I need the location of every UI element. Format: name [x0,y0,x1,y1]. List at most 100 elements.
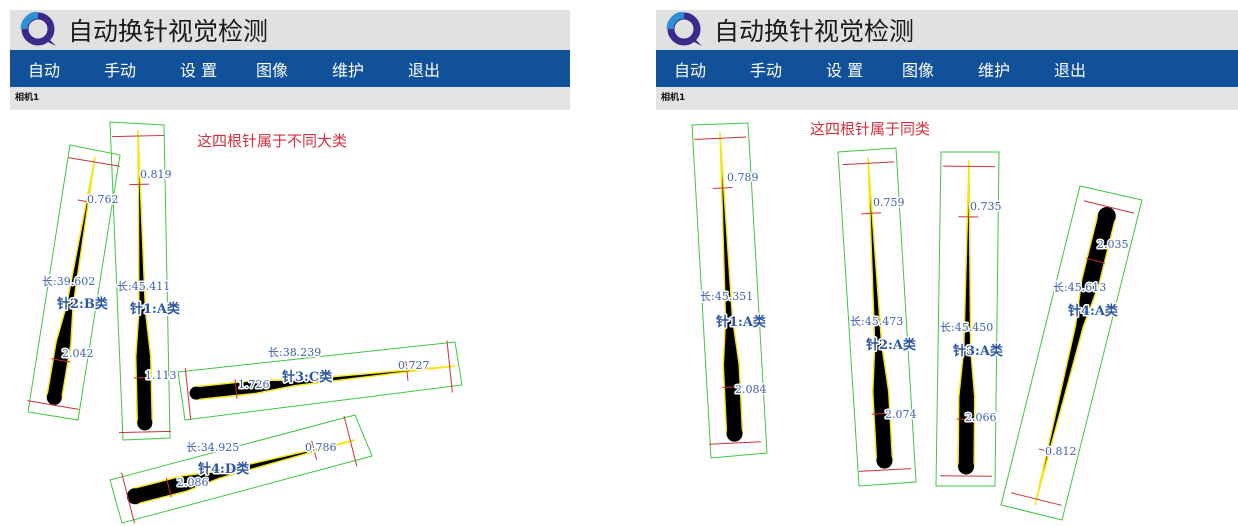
measure-marker [446,340,453,393]
caption: 这四根针属于同类 [810,120,930,138]
measure-marker [871,412,892,415]
measure-label: 0.762 [87,193,119,206]
bounding-box [27,144,121,421]
measure-label: 2.066 [965,411,997,424]
measure-label: 长:45.613 [1053,281,1106,294]
bounding-box [1000,185,1143,521]
class-label: 针4:A类 [1067,303,1119,319]
bounding-box [177,341,463,421]
camera-label: 相机1 [656,87,1238,110]
measure-label: 长:34.925 [186,441,239,454]
menu-item[interactable]: 手动 [104,60,137,80]
needle-butt [726,425,743,442]
menu-item[interactable]: 维护 [978,60,1011,80]
bounding-box [109,414,373,524]
bounding-box [691,122,768,459]
measure-marker [1038,448,1059,455]
needle-butt [126,488,143,505]
class-label: 针3:C类 [281,369,333,385]
left-window: 自动换针视觉检测 自动 手动 设 置 图像 维护 退出 相机1 这四根针属于不同大类 0.81… [10,10,570,526]
measure-label: 2.084 [735,383,767,396]
menu-item[interactable]: 设 置 [826,60,864,80]
needle-butt [876,452,893,469]
measure-marker [1083,200,1135,214]
measure-label: 2.042 [62,347,94,360]
measure-label: 0.786 [305,441,337,454]
measure-marker [694,136,747,140]
measure-label: 长:45.351 [700,290,753,303]
menu-item[interactable]: 自动 [28,60,61,80]
measure-marker [234,378,238,399]
measure-marker [112,134,165,138]
measure-label: 0.789 [727,171,759,184]
measure-label: 2.035 [1097,238,1129,251]
measure-marker [861,212,882,215]
menu-item[interactable]: 图像 [256,60,289,80]
measure-marker [1011,492,1062,506]
measure-label: 长:45.411 [117,280,170,293]
measure-label: 2.074 [885,408,917,421]
class-label: 针4:D类 [197,461,250,477]
q-logo-icon [20,12,56,46]
app-title: 自动换针视觉检测 [714,17,915,46]
measure-label: 1.113 [145,369,177,382]
menu-item[interactable]: 维护 [332,60,365,80]
needle [1034,212,1117,506]
measure-marker [184,368,192,420]
measure-label: 2.086 [177,476,209,489]
measure-marker [165,477,172,498]
needle-butt [46,390,62,406]
measure-label: 长:39.602 [42,275,95,288]
measure-label: 长:45.473 [850,315,903,328]
needle-butt [1097,206,1116,225]
bounding-box [935,151,1000,487]
camera-label: 相机1 [10,87,570,110]
measure-marker [842,161,895,166]
measure-marker [121,472,135,524]
bounding-box [109,121,171,441]
menu-item[interactable]: 手动 [750,60,783,80]
measure-marker [118,430,172,434]
menu-item[interactable]: 自动 [674,60,707,80]
measure-label: 0.759 [873,196,905,209]
measure-marker [50,358,71,363]
menu-item[interactable]: 退出 [1054,60,1087,80]
right-window: 自动换针视觉检测 自动 手动 设 置 图像 维护 退出 相机1 这四根针属于同类 0.789 0… [656,10,1238,526]
measure-marker [77,199,98,204]
class-label: 针2:B类 [56,296,109,312]
measure-marker [68,157,120,167]
menu-bar: 自动 手动 设 置 图像 维护 退出 [10,50,570,87]
q-logo-icon [666,12,702,46]
bounding-box [837,147,917,487]
measure-marker [405,361,409,382]
class-label: 针2:A类 [865,337,917,353]
class-label: 针1:A类 [715,314,767,330]
needle-butt [189,386,203,400]
measure-marker [1085,257,1106,264]
measure-label: 长:45.450 [940,321,993,334]
class-label: 针3:A类 [952,343,1004,359]
measure-label: 0.727 [398,359,430,372]
menu-item[interactable]: 设 置 [180,60,218,80]
measure-marker [859,468,911,472]
measure-marker [722,386,743,389]
class-label: 针1:A类 [129,301,181,317]
measure-marker [709,441,761,445]
menu-item[interactable]: 图像 [902,60,935,80]
measure-label: 0.819 [140,168,172,181]
menu-bar: 自动 手动 设 置 图像 维护 退出 [656,50,1238,87]
measure-label: 0.735 [970,200,1002,213]
measure-marker [27,400,79,410]
measure-label: 0.812 [1045,445,1077,458]
measure-marker [712,186,733,189]
title-bar: 自动换针视觉检测 [656,10,1238,50]
needle-butt [958,458,975,475]
menu-item[interactable]: 退出 [408,60,441,80]
caption: 这四根针属于不同大类 [197,132,347,150]
app-title: 自动换针视觉检测 [68,17,269,46]
measure-label: 1.726 [238,378,270,391]
measure-label: 长:38.239 [268,346,321,359]
measure-marker [343,415,358,467]
